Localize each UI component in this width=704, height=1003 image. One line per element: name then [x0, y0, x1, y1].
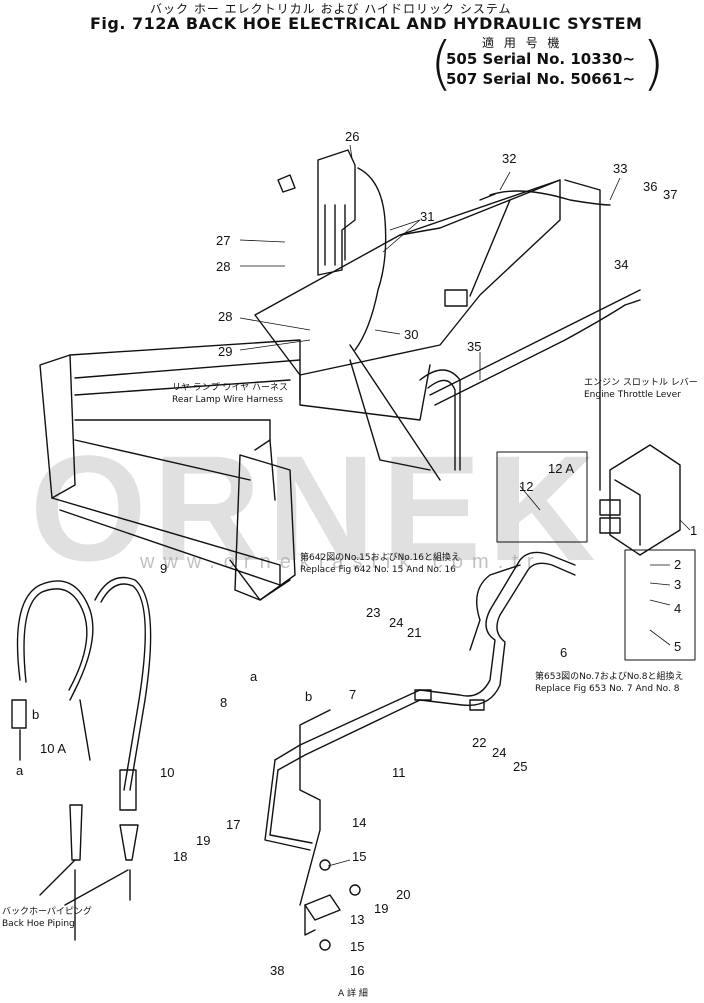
serial-box: ( ) 適 用 号 機 505 Serial No. 10330~ 507 Se… — [430, 32, 665, 94]
back-hoe-piping-note: Back Hoe Piping — [2, 919, 75, 929]
serial-507: 507 Serial No. 50661~ — [446, 70, 636, 88]
callout-1: 1 — [690, 523, 697, 538]
replace-642-note: Replace Fig 642 No. 15 And No. 16 — [300, 565, 456, 575]
callout-18: 18 — [173, 849, 187, 864]
callout-6: 6 — [560, 645, 567, 660]
callout-30: 30 — [404, 327, 418, 342]
detail-a-caption: A 詳 細 — [338, 989, 368, 999]
callout-3: 3 — [674, 577, 681, 592]
callout-2: 2 — [674, 557, 681, 572]
callout-21: 21 — [407, 625, 421, 640]
bracket-13 — [304, 859, 361, 951]
callout-17: 17 — [226, 817, 240, 832]
callout-13: 13 — [350, 912, 364, 927]
engine-throttle-note-jp: エンジン スロットル レバー — [584, 378, 698, 388]
callout-22: 22 — [472, 735, 486, 750]
callout-19b: 19 — [374, 901, 388, 916]
callout-9: 9 — [160, 561, 167, 576]
callout-15a: 15 — [352, 849, 366, 864]
callout-24a: 24 — [389, 615, 403, 630]
wire-31 — [354, 167, 387, 351]
callout-31: 31 — [420, 209, 434, 224]
fittings — [11, 689, 485, 941]
back-hoe-piping-note-jp: バックホーパイピング — [2, 907, 92, 917]
callout-29: 29 — [218, 344, 232, 359]
detail-box-right — [624, 549, 696, 661]
callout-33: 33 — [613, 161, 627, 176]
callout-15b: 15 — [350, 939, 364, 954]
callout-7: 7 — [349, 687, 356, 702]
callout-26: 26 — [345, 129, 359, 144]
callout-5: 5 — [674, 639, 681, 654]
callout-8: 8 — [220, 695, 227, 710]
callout-24b: 24 — [492, 745, 506, 760]
replace-653-note-jp: 第653図のNo.7およびNo.8と組換え — [535, 672, 684, 682]
callout-b-left: b — [32, 707, 39, 722]
serial-jp: 適 用 号 機 — [482, 36, 563, 50]
engine-throttle-note: Engine Throttle Lever — [584, 390, 681, 400]
rear-lamp-note-jp: リヤ ランプ ワイヤ ハーネス — [172, 383, 289, 393]
callout-28b: 28 — [218, 309, 232, 324]
hoses-9 — [16, 576, 152, 791]
replace-653-note: Replace Fig 653 No. 7 And No. 8 — [535, 684, 680, 694]
callout-4: 4 — [674, 601, 681, 616]
callout-a-mid: a — [250, 669, 258, 684]
callout-35: 35 — [467, 339, 481, 354]
control-valve-1 — [599, 444, 681, 556]
hydraulic-pipes — [264, 551, 576, 906]
callout-14: 14 — [352, 815, 366, 830]
callout-36: 36 — [643, 179, 657, 194]
watermark-site: www.orneklastik.com.tr — [139, 551, 543, 573]
serial-505: 505 Serial No. 10330~ — [446, 50, 636, 68]
rear-frame — [39, 339, 441, 601]
paren-right: ) — [642, 29, 665, 97]
paren-left: ( — [430, 29, 453, 97]
callout-16: 16 — [350, 963, 364, 978]
callout-34: 34 — [614, 257, 628, 272]
callout-25: 25 — [513, 759, 527, 774]
callout-10a: 10 A — [40, 741, 66, 756]
replace-642-note-jp: 第642図のNo.15およびNo.16と組換え — [300, 553, 460, 563]
callout-37: 37 — [663, 187, 677, 202]
page-title: Fig. 712A BACK HOE ELECTRICAL AND HYDRAU… — [90, 14, 643, 33]
callout-38: 38 — [270, 963, 284, 978]
callout-12a: 12 A — [548, 461, 574, 476]
callout-32: 32 — [502, 151, 516, 166]
callout-23: 23 — [366, 605, 380, 620]
hydraulic-lines-top — [419, 289, 641, 471]
callout-a-left: a — [16, 763, 24, 778]
callout-10: 10 — [160, 765, 174, 780]
callout-12: 12 — [519, 479, 533, 494]
callout-28a: 28 — [216, 259, 230, 274]
callout-20: 20 — [396, 887, 410, 902]
callout-11: 11 — [392, 765, 406, 780]
throttle-cable-32 — [489, 190, 611, 206]
detail-box-12 — [496, 451, 588, 543]
callout-27: 27 — [216, 233, 230, 248]
bracket-26 — [277, 149, 356, 276]
callout-19a: 19 — [196, 833, 210, 848]
rear-lamp-note: Rear Lamp Wire Harness — [172, 395, 283, 405]
title-jp: バック ホー エレクトリカル および ハイドロリック システム — [150, 2, 512, 16]
callout-b-mid: b — [305, 689, 312, 704]
